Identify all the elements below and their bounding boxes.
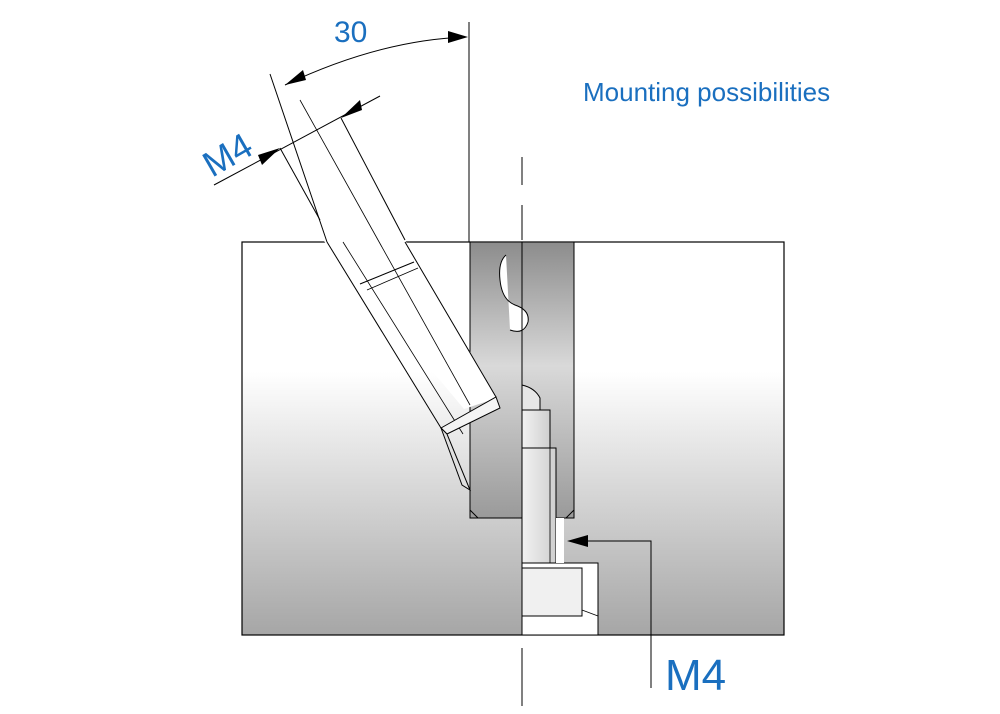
vertical-thread-leader [567, 535, 652, 688]
diagram-title: Mounting possibilities [583, 77, 830, 107]
angled-thread-dimension [213, 95, 406, 241]
vertical-screw [521, 409, 599, 636]
angle-label: 30 [334, 16, 367, 49]
angled-thread-label: M4 [196, 124, 260, 185]
angled-screw [299, 99, 501, 492]
angle-dimension [269, 31, 468, 243]
vertical-thread-label: M4 [665, 651, 726, 700]
